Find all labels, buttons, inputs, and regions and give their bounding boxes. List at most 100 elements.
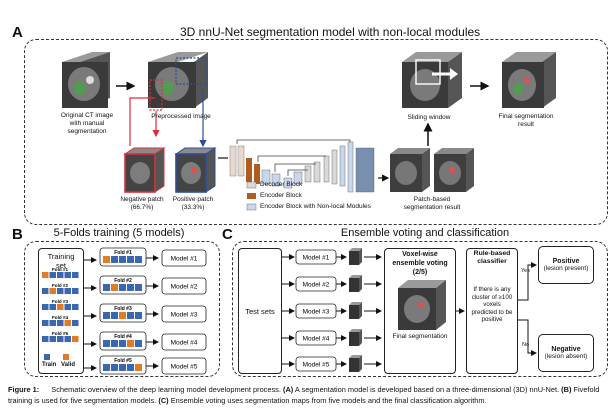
fold-label: Fold #5 [114, 358, 132, 364]
fold-segment [135, 284, 142, 291]
panel-b [24, 241, 220, 377]
patch-based-label: Patch-based segmentation result [403, 196, 461, 211]
fold-segment [103, 256, 110, 263]
figure-caption: Figure 1: Schematic overview of the deep… [8, 384, 608, 406]
fold-segment [111, 284, 118, 291]
valid-swatch [63, 354, 69, 360]
left-fold-segment [64, 320, 71, 326]
test-sets-box: Test sets [238, 248, 282, 374]
fold-segment [103, 364, 110, 371]
panel-a-title: 3D nnU-Net segmentation model with non-l… [180, 25, 481, 39]
fold-label: Fold #4 [114, 334, 132, 340]
no-label: No [522, 342, 530, 348]
caption-text-c: Ensemble voting uses segmentation maps f… [170, 396, 487, 405]
ct-cube-preprocessed [148, 52, 208, 111]
rule-text: If there is any cluster of ≥100 voxels p… [471, 286, 513, 324]
original-ct-label: Original CT image with manual segmentati… [60, 112, 114, 135]
ensemble-model-label: Model #2 [303, 282, 330, 289]
seg-map-cube-side [359, 302, 362, 319]
seg-map-cube-top [349, 355, 362, 358]
left-fold-segment [72, 336, 79, 342]
left-fold-segment [42, 272, 49, 278]
positive-patch-cube [174, 147, 217, 193]
legend-decoder-label: Decoder Block [260, 181, 303, 188]
model-label: Model #2 [171, 284, 198, 291]
rule-classifier-label: Rule-based classifier [473, 250, 511, 265]
legend-nonlocal-swatch [246, 203, 257, 211]
fold-segment [135, 256, 142, 263]
fold-segment [119, 312, 126, 319]
left-fold-segment [64, 304, 71, 310]
left-fold-segment [72, 320, 79, 326]
caption-text-b: Fivefold training is used for five segme… [8, 385, 600, 405]
left-fold-segment [42, 320, 49, 326]
train-swatch [44, 354, 50, 360]
model-box [161, 305, 207, 323]
left-fold-segment [49, 336, 56, 342]
seg-map-cube-side [359, 275, 362, 292]
positive-patch-label: Positive patch (33.3%) [172, 196, 214, 211]
fold-segment [135, 312, 142, 319]
fold-segment [119, 284, 126, 291]
left-fold-segment [42, 336, 49, 342]
sliding-window-cube [402, 52, 462, 108]
seg-map-cube-side [359, 355, 362, 372]
ensemble-model-label: Model #3 [303, 309, 330, 316]
left-fold-segment [57, 304, 64, 310]
panel-c-title: Ensemble voting and classification [340, 227, 510, 239]
seg-map-cube [349, 332, 359, 346]
model-label: Model #5 [171, 364, 198, 371]
left-fold-segment [57, 336, 64, 342]
ensemble-model-label: Model #1 [303, 255, 330, 262]
fold-segment [119, 364, 126, 371]
left-fold-segment [64, 272, 71, 278]
panel-b-letter: B [12, 226, 23, 243]
seg-map-cube-top [349, 248, 362, 251]
left-fold-segment [57, 320, 64, 326]
left-fold-label: Fold #1 [52, 267, 69, 272]
model-label: Model #1 [171, 256, 198, 263]
seg-map-cube-top [349, 275, 362, 278]
fold-label: Fold #2 [114, 278, 132, 284]
positive-box: Positive (lesion present) [538, 246, 594, 284]
left-fold-label: Fold #5 [52, 331, 69, 336]
negative-box: Negative (lesion absent) [538, 334, 594, 372]
seg-map-cube-top [349, 329, 362, 332]
left-fold-segment [49, 288, 56, 294]
left-fold-segment [57, 288, 64, 294]
model-box [161, 249, 207, 267]
left-fold-segment [57, 272, 64, 278]
panel-a-letter: A [12, 24, 23, 41]
yes-label: Yes [521, 268, 530, 274]
fold-segment [135, 340, 142, 347]
left-fold-segment [42, 304, 49, 310]
valid-legend-label: Valid [61, 362, 76, 368]
fold-segment [103, 284, 110, 291]
left-fold-segment [72, 304, 79, 310]
positive-title: Positive [552, 258, 580, 265]
left-fold-segment [72, 288, 79, 294]
fold-label: Fold #1 [114, 250, 132, 256]
final-result-label: Final segmentation result [498, 113, 554, 128]
model-box [161, 277, 207, 295]
panel-c-letter: C [222, 226, 233, 243]
left-fold-segment [64, 288, 71, 294]
test-sets-label: Test sets [245, 306, 275, 316]
fold-segment [111, 340, 118, 347]
negative-title: Negative [551, 346, 581, 353]
caption-text-a: A segmentation model is developed based … [294, 385, 560, 394]
unet-architecture [229, 139, 375, 193]
ensemble-model-label: Model #4 [303, 336, 330, 343]
negative-patch-cube [123, 147, 166, 193]
fold-segment [119, 256, 126, 263]
caption-a-tag: (A) [283, 385, 294, 394]
rule-classifier-box [466, 248, 518, 374]
final-segmentation-cube [398, 280, 446, 330]
fold-segment [127, 284, 134, 291]
fold-segment [111, 312, 118, 319]
seg-map-cube-top [349, 302, 362, 305]
legend-encoder-label: Encoder Block [260, 192, 302, 199]
left-fold-segment [72, 272, 79, 278]
